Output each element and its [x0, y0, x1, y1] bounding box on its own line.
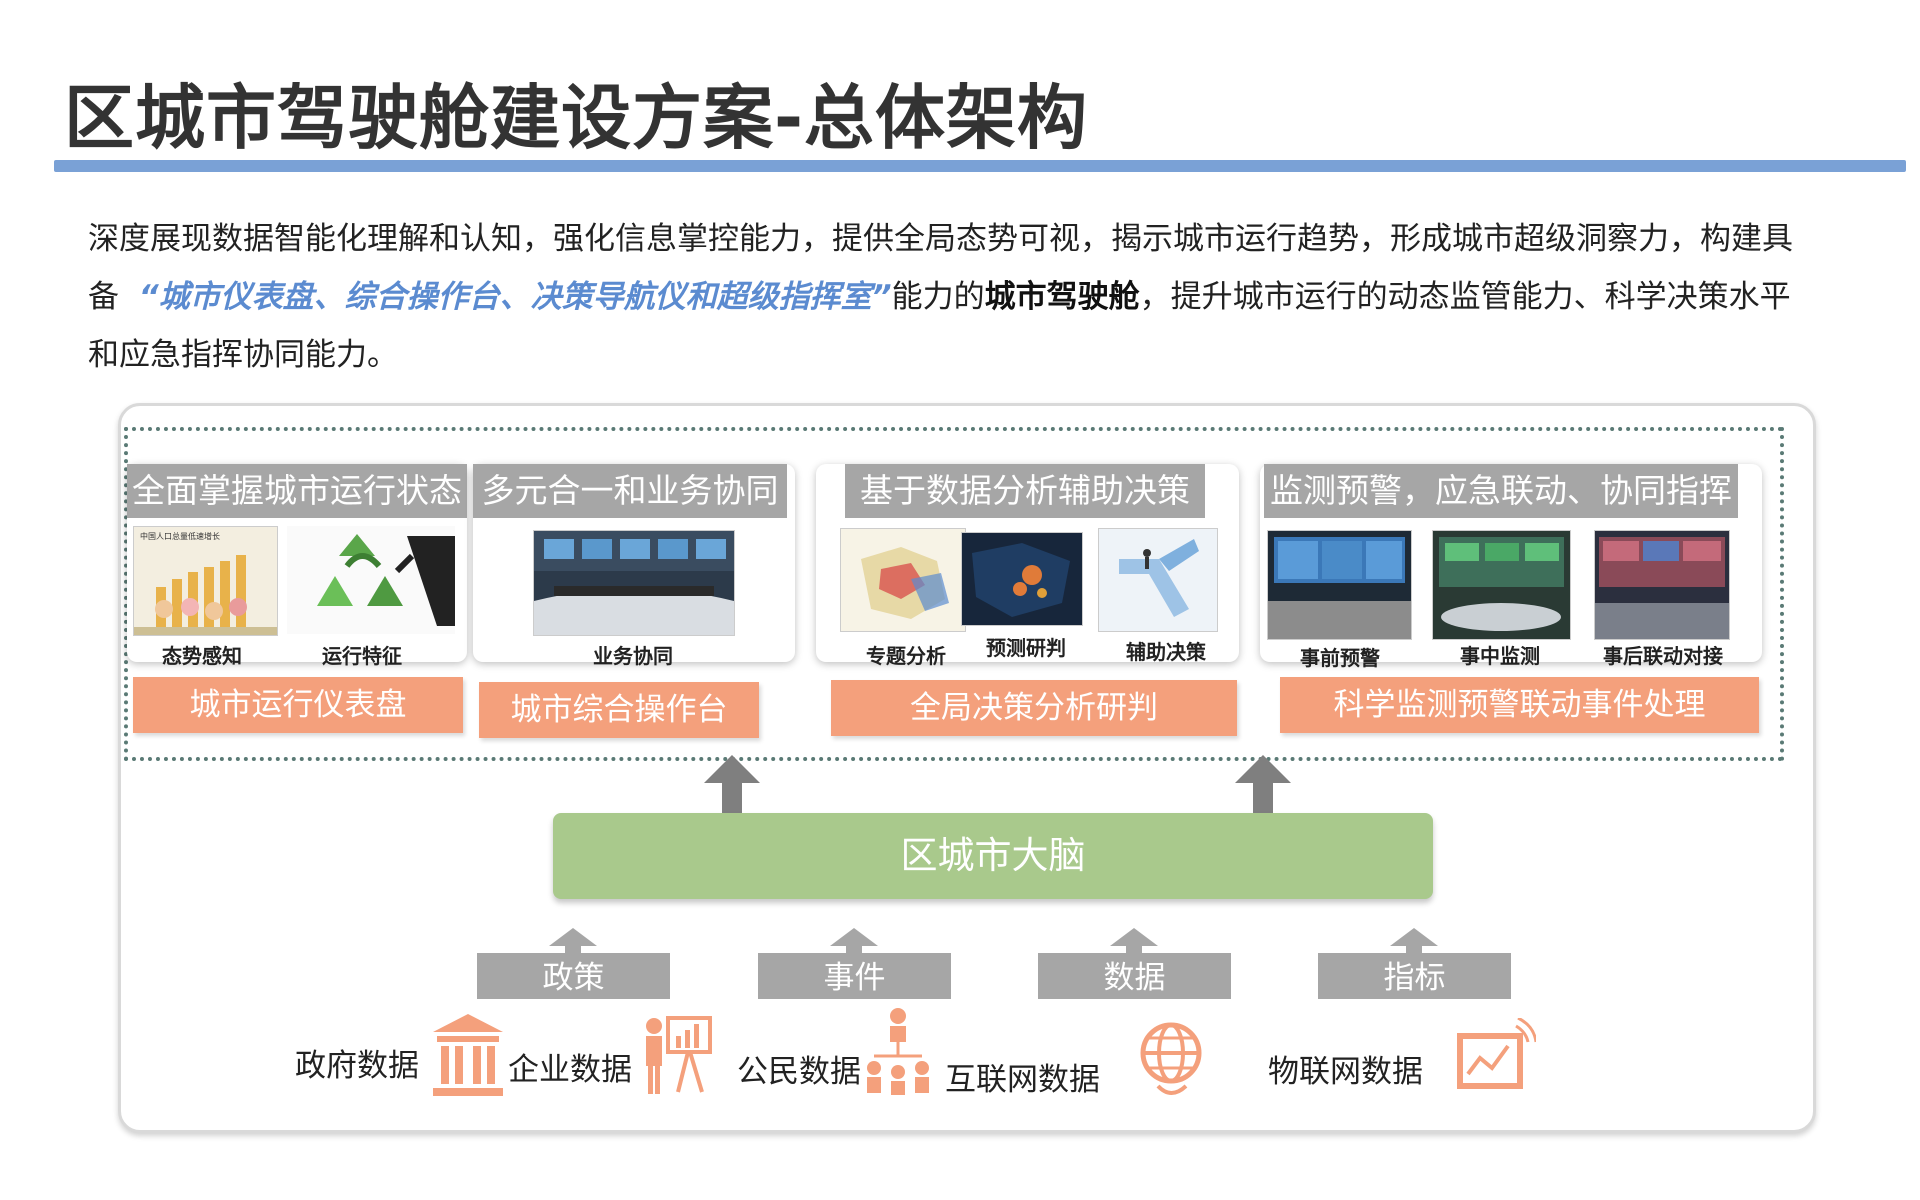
caption-situation: 态势感知	[162, 644, 242, 668]
panel-title: 多元合一和业务协同	[473, 464, 787, 518]
intro-line-3: 和应急指挥协同能力。	[88, 337, 398, 373]
caption-assist: 辅助决策	[1126, 640, 1206, 664]
control-room-image	[533, 530, 735, 636]
globe-icon	[1140, 1022, 1202, 1095]
title-rule	[54, 160, 1906, 172]
caption-features: 运行特征	[322, 644, 402, 668]
source-citizen: 公民数据	[737, 1054, 861, 1090]
forecast-map-image	[961, 532, 1083, 626]
population-chart-image: 中国人口总量低速增长	[133, 526, 278, 636]
building-icon	[433, 1014, 503, 1096]
pre-warning-image	[1267, 530, 1412, 640]
topic-map-image	[840, 528, 966, 632]
thumb-chart-caption: 中国人口总量低速增长	[140, 531, 220, 541]
decision-arrow-image	[1098, 528, 1218, 632]
intro-highlight: “城市仪表盘、综合操作台、决策导航仪和超级指挥室”	[138, 279, 892, 315]
caption-post-linkage: 事后联动对接	[1603, 644, 1723, 668]
panel-monitoring: 监测预警，应急联动、协同指挥 事前预警 事中监测 事后联动对接	[1260, 464, 1762, 670]
tag-decision: 全局决策分析研判	[831, 680, 1237, 736]
input-indicator: 指标	[1318, 953, 1511, 999]
caption-business: 业务协同	[593, 644, 673, 668]
post-linkage-image	[1594, 530, 1730, 640]
intro-line-1: 深度展现数据智能化理解和认知，强化信息掌控能力，提供全局态势可视，揭示城市运行趋…	[88, 221, 1793, 257]
source-government: 政府数据	[295, 1048, 419, 1084]
input-arrow-event	[830, 928, 878, 954]
panel-title: 监测预警，应急联动、协同指挥	[1264, 464, 1738, 518]
recycle-image	[287, 526, 455, 634]
intro-prefix: 备	[88, 279, 119, 315]
panel-city-state: 全面掌握城市运行状态 中国人口总量低速增长 态势感知 运行特征	[127, 464, 467, 668]
caption-topic: 专题分析	[866, 644, 946, 668]
input-policy: 政策	[477, 953, 670, 999]
tag-monitoring: 科学监测预警联动事件处理	[1280, 677, 1759, 733]
tag-console: 城市综合操作台	[479, 682, 759, 738]
source-iot: 物联网数据	[1268, 1054, 1423, 1090]
intro-mid: 能力的	[891, 279, 985, 315]
city-brain-bar: 区城市大脑	[553, 813, 1433, 899]
caption-forecast: 预测研判	[986, 636, 1066, 660]
page-title: 区城市驾驶舱建设方案-总体架构	[64, 77, 1089, 159]
panel-decision: 基于数据分析辅助决策 专题分析 预测研判 辅助决策	[816, 464, 1239, 668]
input-arrow-indicator	[1390, 928, 1438, 954]
source-enterprise: 企业数据	[508, 1052, 632, 1088]
up-arrow-right	[1235, 755, 1291, 813]
input-arrow-data	[1110, 928, 1158, 954]
input-arrow-policy	[549, 928, 597, 954]
panel-title: 全面掌握城市运行状态	[127, 464, 467, 518]
up-arrow-left	[704, 755, 760, 813]
intro-line-2: 备 “城市仪表盘、综合操作台、决策导航仪和超级指挥室”能力的城市驾驶舱，提升城市…	[88, 268, 1878, 326]
panel-collaboration: 多元合一和业务协同 业务协同	[473, 464, 795, 668]
input-event: 事件	[758, 953, 951, 999]
caption-in-monitor: 事中监测	[1460, 644, 1540, 668]
presenter-icon	[646, 1016, 712, 1094]
input-data: 数据	[1038, 953, 1231, 999]
org-chart-icon	[867, 1008, 929, 1095]
panel-title: 基于数据分析辅助决策	[845, 464, 1205, 518]
cockpit-dotted-box	[124, 427, 1784, 761]
intro-paragraph: 深度展现数据智能化理解和认知，强化信息掌控能力，提供全局态势可视，揭示城市运行趋…	[88, 210, 1878, 384]
source-internet: 互联网数据	[945, 1062, 1100, 1098]
intro-strong: 城市驾驶舱	[984, 279, 1140, 315]
intro-suffix: ，提升城市运行的动态监管能力、科学决策水平	[1139, 279, 1791, 315]
iot-screen-icon	[1457, 1018, 1536, 1089]
caption-pre-warning: 事前预警	[1300, 646, 1380, 670]
tag-dashboard: 城市运行仪表盘	[133, 677, 463, 733]
in-event-image	[1432, 530, 1571, 640]
